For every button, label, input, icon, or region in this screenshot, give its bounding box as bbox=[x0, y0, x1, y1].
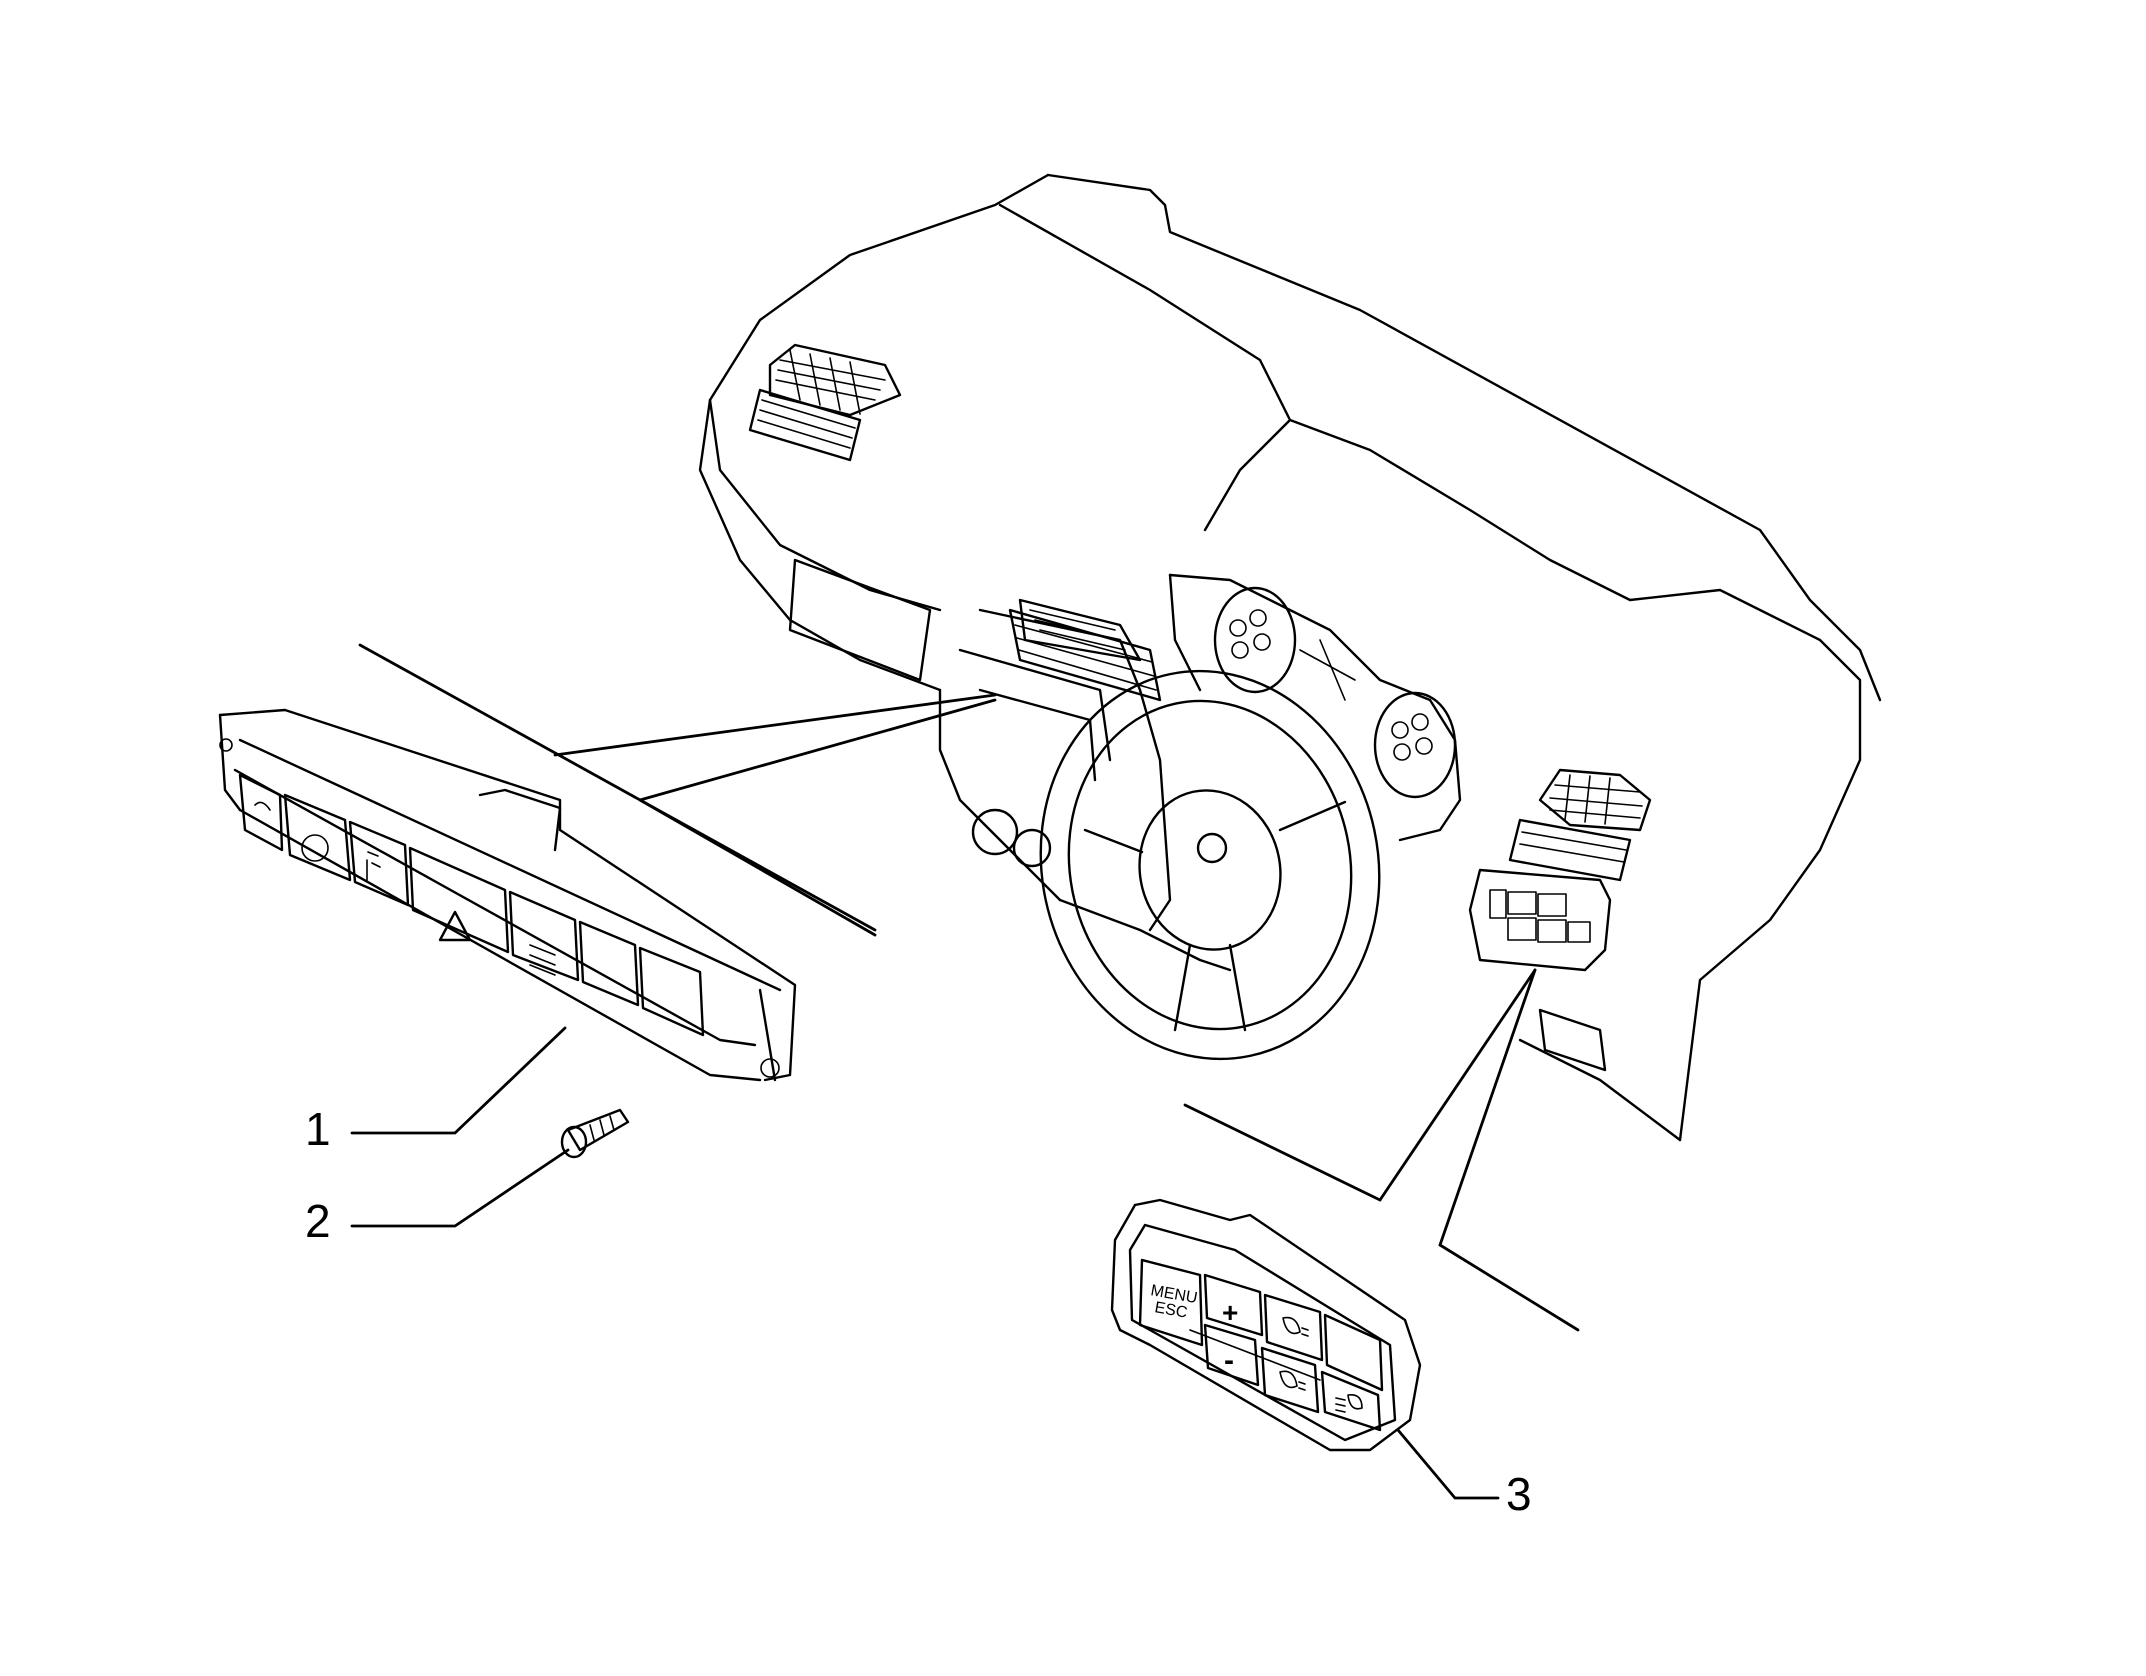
callout-2: 2 bbox=[305, 1148, 570, 1247]
console-knob-left bbox=[971, 808, 1019, 856]
fog-lamp-icon bbox=[1335, 1393, 1363, 1413]
callout-1: 1 bbox=[305, 1026, 567, 1155]
installed-switch-panel bbox=[1489, 889, 1591, 943]
steering-wheel bbox=[1039, 669, 1381, 1061]
instrument-cluster bbox=[1168, 573, 1462, 842]
button-glyph-circle-icon bbox=[301, 834, 329, 862]
esc-label: ESC bbox=[1153, 1299, 1188, 1321]
reference-lines bbox=[358, 643, 1580, 1332]
dashboard bbox=[698, 173, 1882, 1142]
right-air-vent bbox=[1508, 768, 1652, 882]
minus-label: - bbox=[1224, 1344, 1234, 1377]
hazard-triangle-icon bbox=[438, 910, 472, 942]
callout-label: 3 bbox=[1506, 1468, 1532, 1520]
wheel-logo-icon bbox=[1196, 832, 1228, 864]
console-knob-right bbox=[1012, 828, 1052, 868]
callout-label: 1 bbox=[305, 1103, 331, 1155]
fog-lamp-button[interactable] bbox=[1320, 1370, 1382, 1432]
plus-label: + bbox=[1222, 1297, 1238, 1328]
blank-button[interactable] bbox=[1323, 1313, 1384, 1392]
callout-3: 3 bbox=[1396, 1428, 1532, 1520]
headlamp-level-icon bbox=[1282, 1316, 1309, 1337]
left-air-vent bbox=[748, 343, 902, 462]
hazard-switch-panel-part bbox=[218, 708, 797, 1082]
trip-computer-button-panel-part: MENU ESC + - bbox=[1110, 1198, 1422, 1452]
headlamp-down-button[interactable] bbox=[1260, 1346, 1320, 1414]
menu-esc-button[interactable] bbox=[1138, 1258, 1204, 1347]
headlamp-level-down-icon bbox=[1279, 1370, 1306, 1391]
screw-part bbox=[560, 1108, 630, 1159]
callout-label: 2 bbox=[305, 1195, 331, 1247]
plus-button[interactable] bbox=[1203, 1273, 1264, 1337]
minus-button[interactable] bbox=[1203, 1323, 1260, 1387]
headlamp-up-button[interactable] bbox=[1263, 1293, 1324, 1362]
